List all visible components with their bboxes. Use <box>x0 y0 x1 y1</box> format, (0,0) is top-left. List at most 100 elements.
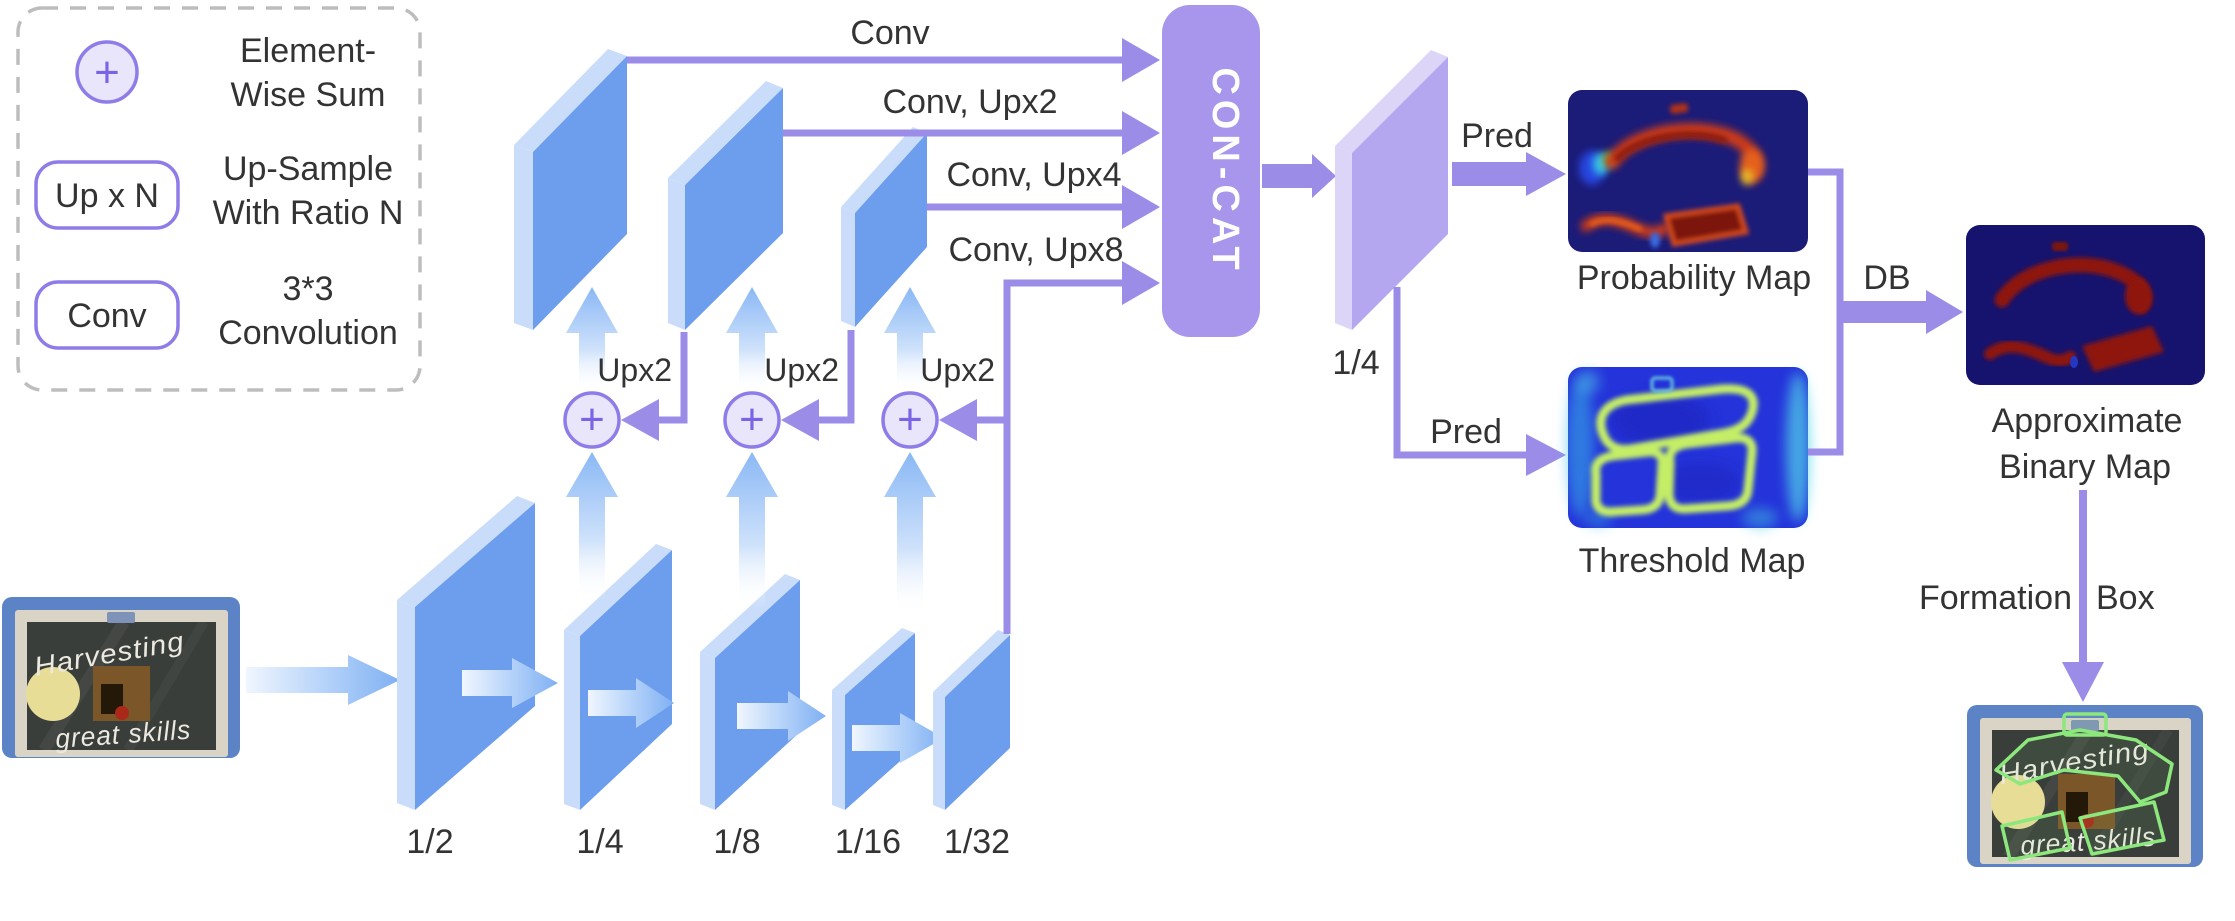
blob <box>2052 242 2068 251</box>
feature-map-1-8 <box>700 574 800 810</box>
formation-label: Formation <box>1919 579 2072 617</box>
conv-arrow-label-1: Conv <box>850 14 929 52</box>
pred-top-label: Pred <box>1461 117 1533 155</box>
upsample-arrowhead-2 <box>781 399 819 441</box>
input-image: Harvesting great skills <box>2 597 240 758</box>
board-tag-ghost <box>1650 376 1674 393</box>
blob <box>1566 377 1594 517</box>
up-arrow-below-sum-3 <box>884 452 936 615</box>
backbone-arrow-2 <box>588 678 674 728</box>
drawn-sun <box>26 667 80 721</box>
blob <box>1576 370 1600 394</box>
pred-bottom-arrowhead <box>1526 434 1566 476</box>
conv-arrowhead-4 <box>1122 261 1160 305</box>
legend-sum-label-line2: Wise Sum <box>231 76 386 114</box>
top-feature-maps <box>514 49 927 330</box>
legend-up-box-label: Up x N <box>55 177 159 215</box>
detection-box-word-2 <box>2000 810 2072 862</box>
up-arrow-above-sum-2 <box>726 287 778 392</box>
db-label: DB <box>1863 259 1910 297</box>
element-wise-sum-node-1: + <box>563 391 621 449</box>
slab-bevel <box>397 600 415 810</box>
upsample-line-2 <box>819 330 855 424</box>
conv-arrowhead-2 <box>1122 111 1160 155</box>
legend-sum-label-line1: Element- <box>240 32 376 70</box>
top-map-3 <box>841 127 927 327</box>
conv-arrow-label-2: Conv, Upx2 <box>882 83 1057 121</box>
sum-circle <box>881 391 939 449</box>
blob <box>2082 326 2164 372</box>
detection-boxes <box>1994 712 2174 862</box>
blob <box>2125 278 2151 314</box>
input-arrow <box>246 655 400 705</box>
upsample-arrowhead-3 <box>939 399 977 441</box>
concat-output-arrow <box>1262 154 1336 198</box>
top-map-2 <box>668 81 783 330</box>
slab-bevel <box>668 81 783 185</box>
upsample-arrowhead-1 <box>621 399 659 441</box>
legend-conv-desc-line2: Convolution <box>218 314 398 352</box>
slab-face <box>415 503 535 810</box>
board-streak <box>38 618 130 754</box>
slab-bevel <box>514 145 533 330</box>
threshold-map-caption: Threshold Map <box>1579 542 1806 580</box>
pred-top-arrow <box>1452 152 1566 196</box>
frame-tag <box>107 612 135 623</box>
probability-map-caption: Probability Map <box>1577 259 1811 297</box>
sum-circle <box>563 391 621 449</box>
outline <box>1591 447 1667 517</box>
lateral-line-1-32 <box>1003 279 1122 634</box>
upx2-label-2: Upx2 <box>764 352 839 388</box>
slab-bevel <box>668 178 685 330</box>
upx2-label-3: Upx2 <box>920 352 995 388</box>
element-wise-sum-icon <box>75 40 139 104</box>
fused-feature-slab <box>1335 50 1448 330</box>
box-label: Box <box>2096 579 2155 617</box>
blob <box>2070 356 2078 368</box>
backbone-arrow-1 <box>462 658 558 708</box>
outline <box>1596 384 1758 454</box>
slab-face <box>845 633 915 810</box>
blob <box>1610 394 1710 446</box>
blob <box>1669 103 1689 114</box>
legend-up-desc-line1: Up-Sample <box>223 150 393 188</box>
db-arrow <box>1840 290 1963 334</box>
frame-tag <box>2071 720 2099 731</box>
scale-label-1-4: 1/4 <box>576 823 623 861</box>
slab-face <box>715 580 800 810</box>
up-arrow-above-sum-3 <box>884 287 936 392</box>
probability-map-image <box>1568 90 1808 252</box>
upsample-box-icon <box>34 160 180 230</box>
slab-bevel <box>1335 146 1352 330</box>
fused-scale-label: 1/4 <box>1332 344 1379 382</box>
legend-conv-box-label: Conv <box>67 297 146 335</box>
fpn-columns: Upx2 Upx2 Upx2 + + + <box>563 279 1122 634</box>
scale-label-1-16: 1/16 <box>835 823 901 861</box>
legend-conv-desc-line1: 3*3 <box>282 270 333 308</box>
slab-bevel <box>841 207 855 327</box>
conv-arrow-label-3: Conv, Upx4 <box>946 156 1121 194</box>
slab-bevel <box>832 628 915 695</box>
slab-face <box>1352 57 1448 330</box>
approximate-binary-map: Approximate Binary Map <box>1966 225 2205 486</box>
blob <box>1662 203 1750 247</box>
feature-map-1-2 <box>397 496 535 810</box>
drawn-dot <box>115 706 129 720</box>
drawn-box-door <box>2066 792 2088 822</box>
detection-box-word-3 <box>2078 800 2166 856</box>
plus-glyph: + <box>897 395 923 444</box>
blob <box>1742 508 1778 528</box>
drawn-sun <box>1991 775 2045 829</box>
blob <box>1741 169 1753 185</box>
slab-face <box>945 635 1010 810</box>
slab-bevel <box>397 496 535 607</box>
threshold-map: Threshold Map <box>1566 367 1810 580</box>
blob <box>1614 131 1728 162</box>
slab-bevel <box>832 690 845 810</box>
feature-map-1-4 <box>564 544 672 810</box>
upsample-line-1 <box>659 332 688 424</box>
scale-label-1-32: 1/32 <box>944 823 1010 861</box>
up-arrow-below-sum-1 <box>566 452 618 600</box>
threshold-map-texture <box>1566 370 1810 528</box>
